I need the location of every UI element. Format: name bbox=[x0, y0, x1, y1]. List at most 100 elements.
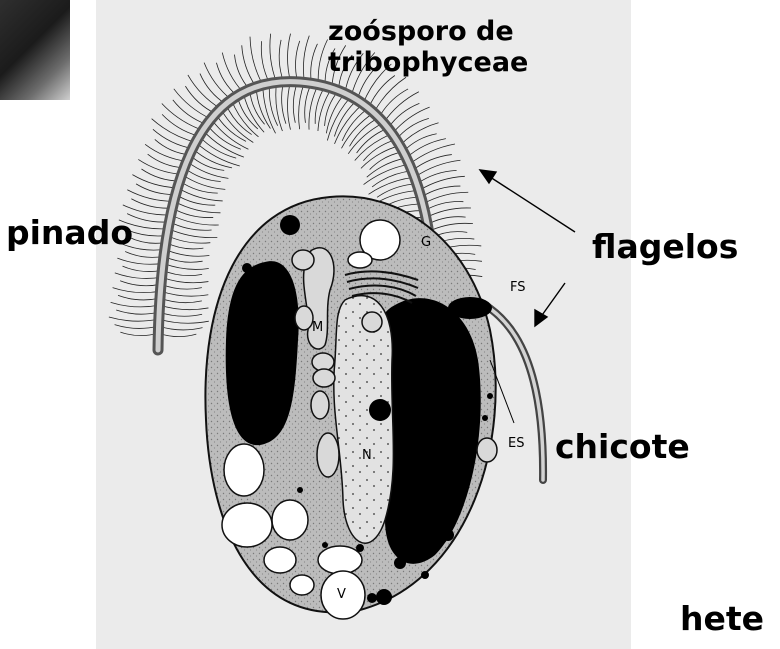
mastigoneme bbox=[221, 109, 254, 143]
mastigoneme bbox=[174, 89, 211, 119]
mastigoneme bbox=[162, 270, 202, 275]
mastigoneme bbox=[216, 114, 246, 142]
mastigoneme bbox=[111, 302, 160, 307]
mastigoneme bbox=[127, 190, 174, 202]
pinado-label: pinado bbox=[6, 216, 133, 249]
mastigoneme bbox=[167, 236, 210, 244]
mastigoneme bbox=[118, 295, 160, 300]
mastigoneme bbox=[185, 86, 215, 114]
mastigoneme bbox=[288, 82, 291, 130]
mastigoneme bbox=[242, 45, 256, 87]
mastigoneme bbox=[396, 118, 429, 139]
mastigoneme bbox=[117, 258, 163, 264]
mastigoneme bbox=[406, 139, 446, 158]
nucleolus bbox=[369, 399, 391, 421]
flagellar-swelling bbox=[448, 297, 492, 319]
mastigoneme bbox=[299, 82, 305, 129]
mastigoneme bbox=[288, 34, 291, 82]
mastigoneme bbox=[173, 100, 207, 125]
mastigoneme bbox=[199, 136, 236, 158]
mastigoneme bbox=[250, 37, 263, 85]
mastigoneme bbox=[429, 223, 473, 231]
mastigoneme bbox=[305, 83, 312, 123]
vacuole-label: V bbox=[337, 587, 346, 602]
mastigoneme bbox=[141, 169, 179, 181]
mastigoneme bbox=[282, 82, 286, 124]
mastigoneme bbox=[161, 284, 202, 289]
mastigoneme bbox=[231, 100, 258, 137]
mastigoneme bbox=[421, 186, 460, 197]
mastigoneme bbox=[363, 140, 396, 161]
mastigoneme bbox=[128, 237, 166, 243]
mastigoneme bbox=[158, 333, 196, 337]
mastigoneme bbox=[279, 40, 283, 82]
mastigoneme bbox=[379, 89, 408, 118]
mastigoneme bbox=[172, 208, 213, 217]
mastigoneme bbox=[162, 104, 203, 131]
mastigoneme bbox=[318, 40, 327, 85]
eyespot-label: ES bbox=[508, 436, 524, 451]
mastigoneme bbox=[113, 288, 161, 293]
mastigoneme bbox=[243, 92, 264, 132]
mastigoneme bbox=[367, 158, 407, 177]
mastigoneme bbox=[325, 91, 339, 126]
mastigoneme bbox=[222, 53, 243, 93]
mastigoneme bbox=[423, 192, 469, 204]
mastigoneme bbox=[109, 317, 159, 321]
mastigoneme bbox=[311, 44, 318, 84]
mastigoneme bbox=[211, 119, 248, 149]
mastigoneme bbox=[115, 325, 159, 329]
mastigoneme bbox=[384, 92, 419, 123]
mastigoneme bbox=[159, 326, 203, 330]
mastigoneme bbox=[160, 305, 209, 310]
mastigoneme bbox=[164, 256, 203, 262]
mastigoneme bbox=[120, 281, 161, 286]
nucleus-label: N bbox=[362, 448, 372, 463]
mastigoneme bbox=[116, 310, 159, 314]
mastigoneme bbox=[163, 263, 209, 269]
chicote-label: chicote bbox=[555, 430, 690, 463]
mastigoneme bbox=[341, 113, 373, 149]
mastigoneme bbox=[165, 249, 210, 256]
mitochondrion-label: M bbox=[312, 320, 323, 335]
mastigoneme bbox=[237, 96, 258, 129]
mastigoneme bbox=[190, 155, 225, 170]
figure-title: zoósporo de tribophyceae bbox=[328, 16, 528, 78]
mastigoneme bbox=[131, 199, 172, 208]
mastigoneme bbox=[334, 100, 357, 137]
mastigoneme bbox=[335, 104, 363, 144]
mastigoneme bbox=[115, 273, 162, 279]
mastigoneme bbox=[426, 208, 471, 218]
mastigoneme bbox=[159, 319, 209, 323]
mastigoneme bbox=[270, 34, 277, 83]
mastigoneme bbox=[200, 74, 226, 105]
mastigoneme bbox=[169, 222, 211, 230]
mastigoneme bbox=[424, 202, 463, 211]
title-line-2: tribophyceae bbox=[328, 47, 528, 78]
mastigoneme bbox=[145, 144, 187, 161]
mastigoneme bbox=[192, 149, 232, 168]
title-line-1: zoósporo de bbox=[328, 16, 528, 47]
mastigoneme bbox=[357, 128, 388, 153]
mastigoneme bbox=[159, 312, 202, 316]
mastigoneme bbox=[152, 119, 196, 143]
mastigoneme bbox=[162, 277, 209, 283]
mastigoneme bbox=[368, 76, 394, 109]
mastigoneme bbox=[188, 75, 221, 109]
mastigoneme bbox=[136, 184, 176, 195]
mastigoneme bbox=[296, 41, 300, 82]
mastigoneme bbox=[414, 160, 460, 177]
mastigoneme bbox=[326, 93, 344, 133]
mastigoneme bbox=[162, 114, 199, 136]
mastigoneme bbox=[303, 36, 309, 83]
mastigoneme bbox=[355, 134, 392, 161]
golgi-label: G bbox=[421, 235, 431, 250]
mastigoneme bbox=[160, 298, 202, 303]
flagellar-swelling-label: FS bbox=[510, 280, 526, 295]
flagelos-label: flagelos bbox=[592, 230, 738, 263]
mastigoneme bbox=[374, 77, 406, 113]
mastigoneme bbox=[160, 291, 208, 296]
partial-label: hete bbox=[680, 602, 764, 635]
mastigoneme bbox=[409, 144, 455, 164]
mastigoneme bbox=[125, 252, 164, 258]
